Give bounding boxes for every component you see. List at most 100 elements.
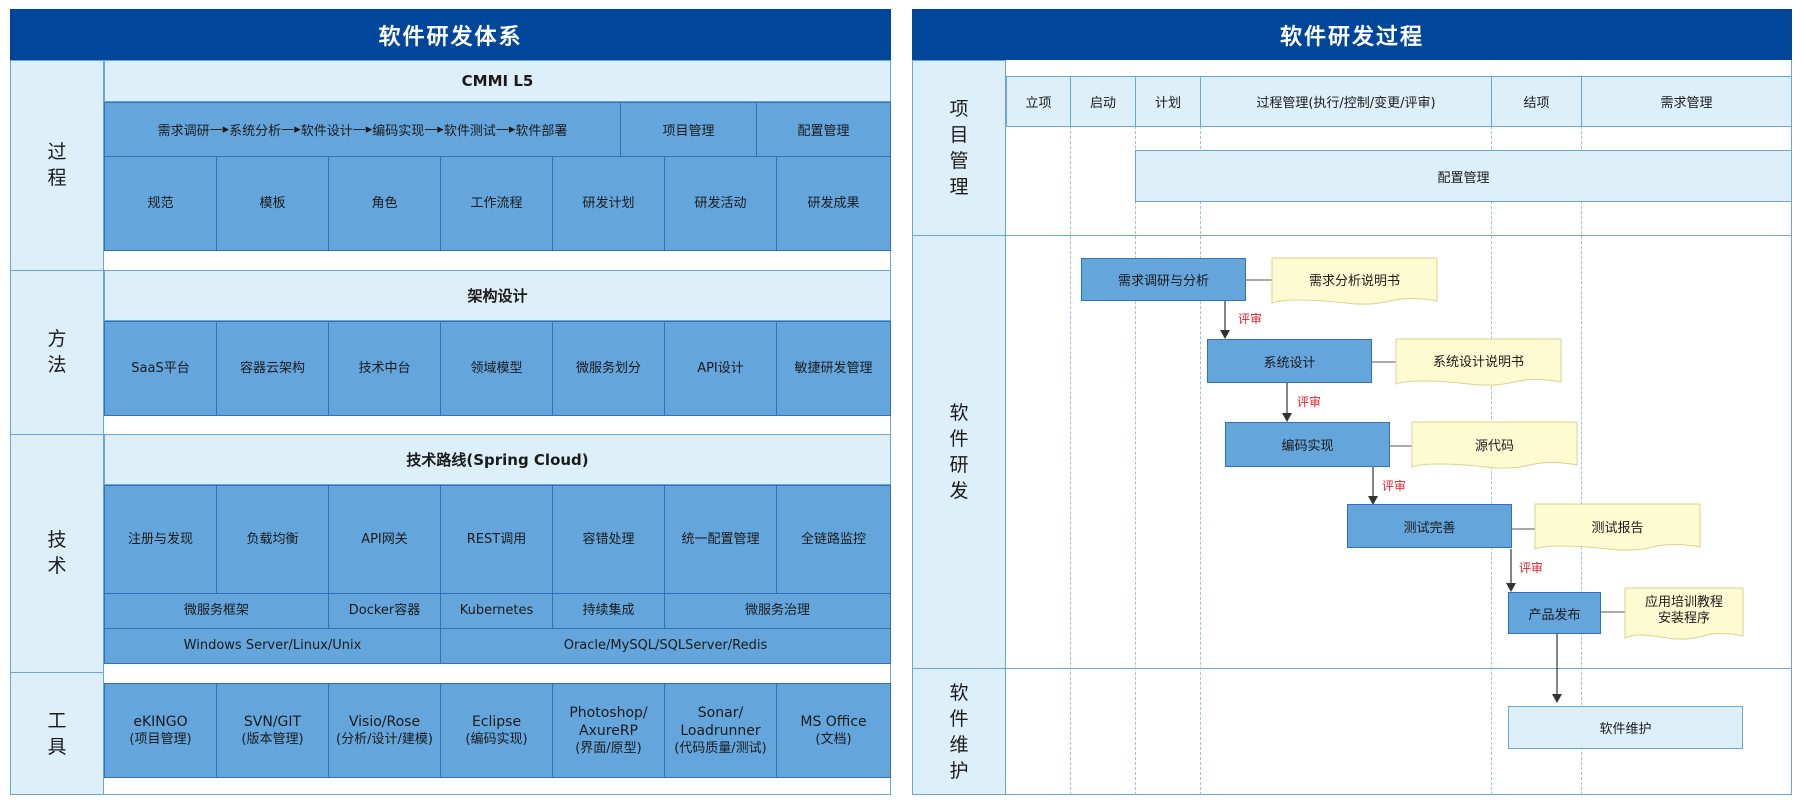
flow-step: 软件测试 (443, 124, 496, 139)
tech-os: Windows Server/Linux/Unix (105, 629, 441, 663)
tech-platform: Docker容器 (329, 594, 441, 628)
phase-cell: 立项 (1007, 77, 1071, 126)
tool-desc: (文档) (815, 731, 852, 747)
doc-training-install: 应用培训教程 安装程序 (1644, 595, 1723, 626)
section-label-tech: 技 术 (47, 529, 67, 577)
step-system-design: 系统设计 (1207, 339, 1372, 383)
tech-platform: Kubernetes (441, 594, 553, 628)
tool-desc: (代码质量/测试) (674, 740, 767, 756)
right-panel-title: 软件研发过程 (912, 9, 1792, 60)
row-label-project-management: 项 目 管 理 (949, 97, 969, 198)
method-item: 微服务划分 (553, 322, 665, 415)
tool-item: SVN/GIT (版本管理) (217, 684, 329, 777)
process-item: 研发活动 (665, 157, 777, 250)
arrow-right-icon: —▸ (281, 122, 301, 137)
flow-step: 软件部署 (515, 124, 568, 139)
tool-name: Visio/Rose (348, 713, 421, 730)
phase-header: 立项 启动 计划 过程管理(执行/控制/变更/评审) 结项 需求管理 (1006, 76, 1792, 127)
method-subtitle: 架构设计 (104, 270, 891, 321)
doc-test-report: 测试报告 (1591, 521, 1644, 536)
tech-block: 注册与发现 负载均衡 API网关 REST调用 容错处理 统一配置管理 全链路监… (104, 485, 891, 664)
right-label-column (912, 60, 1006, 795)
tool-name: Sonar/ (697, 704, 744, 721)
method-item: SaaS平台 (105, 322, 217, 415)
tool-item: MS Office (文档) (777, 684, 890, 777)
arrow-right-icon: —▸ (209, 122, 230, 137)
tool-desc: (分析/设计/建模) (336, 731, 433, 747)
step-requirements: 需求调研与分析 (1081, 258, 1246, 301)
step-testing: 测试完善 (1347, 504, 1512, 548)
review-label: 评审 (1238, 312, 1263, 326)
tool-name: eKINGO (133, 713, 188, 730)
row-label-software-maintenance: 软 件 维 护 (949, 681, 969, 782)
tool-name: Eclipse (471, 713, 522, 730)
flow-step: 需求调研 (157, 124, 210, 139)
arrow-right-icon: —▸ (495, 122, 516, 137)
tech-platform: 微服务框架 (105, 594, 329, 628)
step-coding: 编码实现 (1225, 422, 1390, 467)
config-management-cell: 配置管理 (797, 124, 850, 139)
doc-source-code: 源代码 (1474, 439, 1514, 454)
tech-item: 负载均衡 (217, 486, 329, 593)
doc-design-spec: 系统设计说明书 (1432, 355, 1524, 370)
method-item: 敏捷研发管理 (794, 360, 873, 376)
tool-item: Photoshop/ AxureRP (界面/原型) (553, 684, 665, 777)
flow-step: 编码实现 (372, 124, 425, 139)
section-label-tools: 工 具 (47, 709, 67, 758)
section-label-process: 过 程 (47, 141, 67, 189)
method-item: 领域模型 (441, 322, 553, 415)
tool-name: Photoshop/ (569, 704, 648, 721)
tool-name: AxureRP (579, 722, 638, 739)
method-items-row: SaaS平台 容器云架构 技术中台 领域模型 微服务划分 API设计 敏捷研发管… (104, 321, 891, 416)
doc-requirements-spec: 需求分析说明书 (1308, 274, 1400, 289)
tool-item: Eclipse (编码实现) (441, 684, 553, 777)
left-panel-title: 软件研发体系 (10, 9, 891, 60)
process-item: 研发计划 (553, 157, 665, 250)
method-item: 技术中台 (329, 322, 441, 415)
tech-item: REST调用 (441, 486, 553, 593)
flow-step: 系统分析 (229, 124, 282, 139)
row-label-software-dev: 软 件 研 发 (949, 401, 969, 502)
arrow-right-icon: —▸ (424, 122, 444, 137)
software-maintenance-box: 软件维护 (1508, 706, 1743, 749)
tool-item: Visio/Rose (分析/设计/建模) (329, 684, 441, 777)
tech-item: 全链路监控 (800, 531, 866, 547)
process-items-row: 规范 模板 角色 工作流程 研发计划 研发活动 研发成果 (104, 156, 891, 251)
tech-item: 容错处理 (553, 486, 665, 593)
phase-cell: 需求管理 (1660, 96, 1713, 111)
tool-name: Loadrunner (680, 722, 761, 739)
phase-cell: 启动 (1071, 77, 1136, 126)
review-label: 评审 (1519, 561, 1544, 575)
tool-name: SVN/GIT (243, 713, 302, 730)
phase-cell: 结项 (1492, 77, 1582, 126)
tool-desc: (版本管理) (241, 731, 304, 747)
process-flow: 需求调研 —▸ 系统分析 —▸ 软件设计 —▸ 编码实现 —▸ 软件测试 —▸ … (105, 103, 621, 156)
tech-platform: 微服务治理 (744, 603, 810, 618)
tool-item: eKINGO (项目管理) (105, 684, 217, 777)
process-subtitle: CMMI L5 (104, 60, 891, 102)
method-item: API设计 (665, 322, 777, 415)
tool-item: Sonar/ Loadrunner (代码质量/测试) (665, 684, 777, 777)
process-item: 规范 (105, 157, 217, 250)
tool-desc: (项目管理) (129, 731, 192, 747)
section-label-method: 方 法 (47, 328, 67, 376)
process-item: 角色 (329, 157, 441, 250)
review-label: 评审 (1382, 479, 1407, 493)
review-label: 评审 (1297, 395, 1322, 409)
config-management-bar: 配置管理 (1135, 150, 1792, 202)
process-item: 研发成果 (807, 195, 860, 211)
project-management-cell: 项目管理 (621, 103, 757, 156)
tech-item: 统一配置管理 (665, 486, 777, 593)
method-item: 容器云架构 (217, 322, 329, 415)
phase-cell: 过程管理(执行/控制/变更/评审) (1201, 77, 1492, 126)
tech-item: 注册与发现 (105, 486, 217, 593)
tool-desc: (编码实现) (465, 731, 528, 747)
tools-row: eKINGO (项目管理) SVN/GIT (版本管理) Visio/Rose … (104, 683, 891, 778)
process-flow-row: 需求调研 —▸ 系统分析 —▸ 软件设计 —▸ 编码实现 —▸ 软件测试 —▸ … (104, 102, 891, 157)
tech-subtitle: 技术路线(Spring Cloud) (104, 434, 891, 485)
tech-item: API网关 (329, 486, 441, 593)
tech-platform: 持续集成 (553, 594, 665, 628)
flow-step: 软件设计 (300, 124, 353, 139)
process-item: 工作流程 (441, 157, 553, 250)
